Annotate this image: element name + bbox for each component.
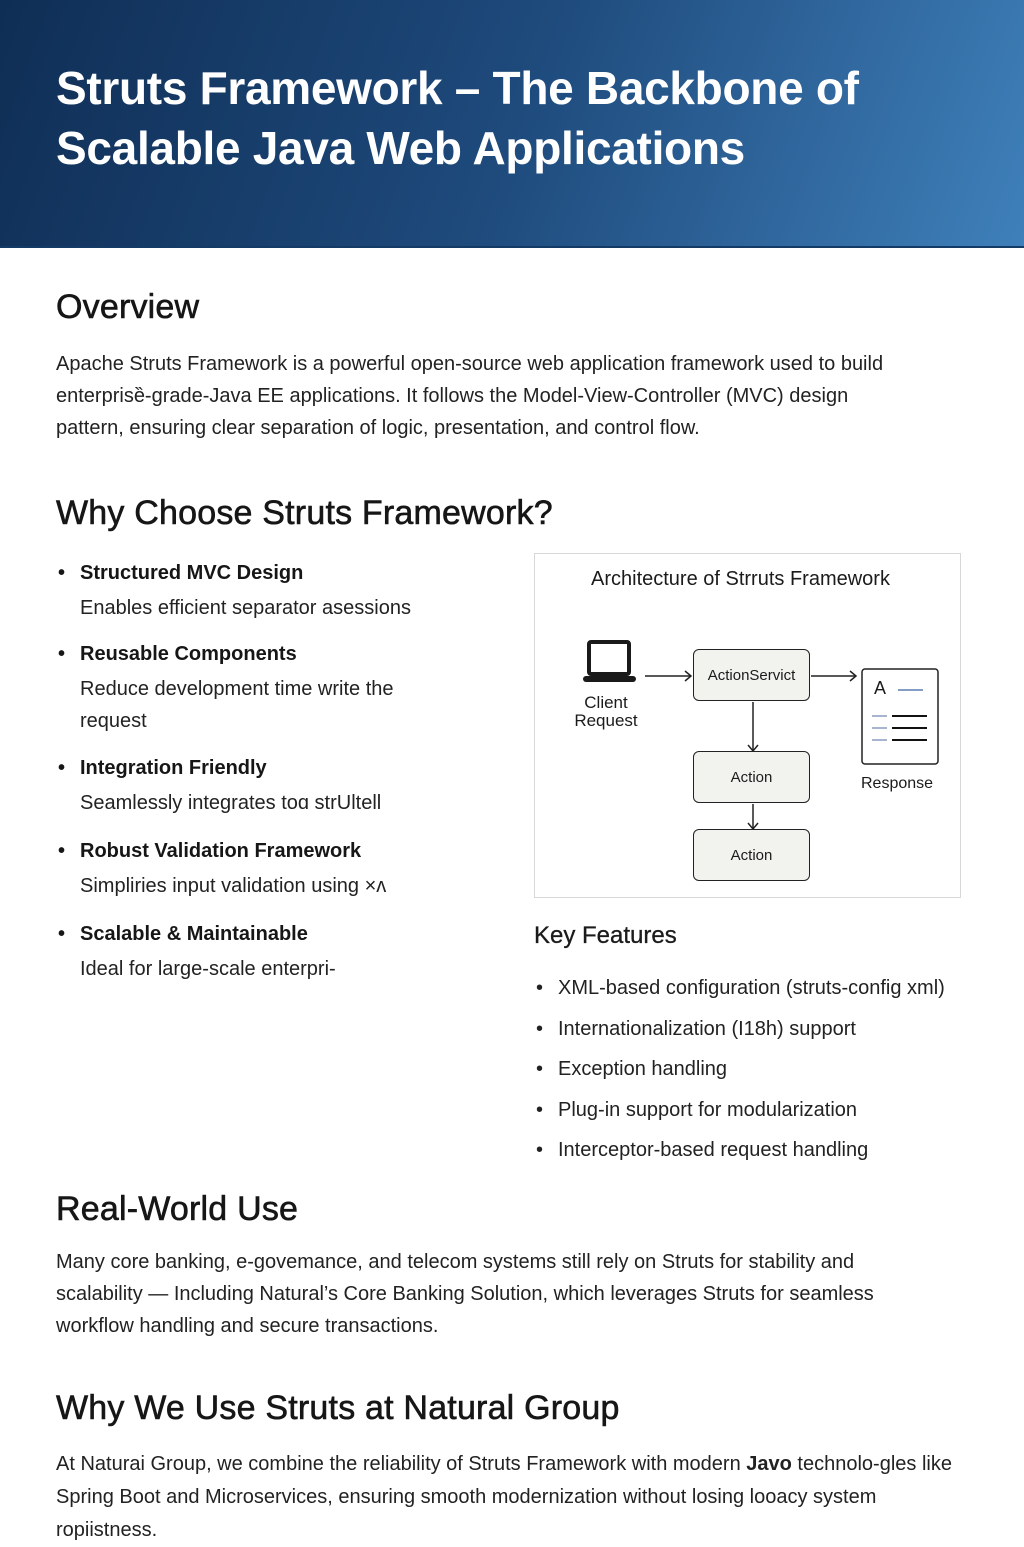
item-title: Reusable Components xyxy=(56,639,456,669)
why-heading: Why Choose Struts Framework? xyxy=(56,494,553,533)
key-features: Key Features XML-based configuration (st… xyxy=(534,922,945,1171)
laptop-icon xyxy=(583,640,636,682)
action-box: Action xyxy=(693,829,810,881)
action-servlet-box: ActionServict xyxy=(693,649,810,701)
action-box: Action xyxy=(693,751,810,803)
overview-heading: Overview xyxy=(56,288,200,327)
hero-banner: Struts Framework – The Backbone of Scala… xyxy=(0,0,1024,248)
item-desc: Enables efficient separator asessions xyxy=(80,597,411,619)
architecture-diagram: Architecture of Strruts Framework A Clie… xyxy=(534,553,961,898)
feature-item: Interceptor-based request handling xyxy=(534,1130,945,1171)
item-desc: Seamlessly integrates toɑ strUltell xyxy=(80,792,382,814)
text-part: technolo-gles like Spring Boot and Micro… xyxy=(56,1453,952,1541)
client-request-label: Client Request xyxy=(574,693,638,730)
item-desc: Reduce development time write the reques… xyxy=(80,678,394,732)
key-features-heading: Key Features xyxy=(534,922,677,949)
feature-item: Plug-in support for modularization xyxy=(534,1090,945,1131)
document-letter: A xyxy=(874,678,887,698)
response-label: Response xyxy=(861,775,934,792)
feature-item: XML-based configuration (struts-config x… xyxy=(534,968,945,1009)
feature-item: Internationalization (I18h) support xyxy=(534,1009,945,1050)
text-part: At Naturai Group, we combine the reliabi… xyxy=(56,1453,747,1475)
page-title: Struts Framework – The Backbone of Scala… xyxy=(56,62,859,174)
item-title: Scalable & Maintainable xyxy=(56,919,476,949)
overview-text: Apache Struts Framework is a powerful op… xyxy=(56,353,884,439)
real-world-text: Many core banking, e-govemance, and tele… xyxy=(56,1251,874,1337)
diagram-title: Architecture of Strruts Framework xyxy=(591,568,890,590)
real-world-heading: Real-World Use xyxy=(56,1190,299,1229)
item-desc: Simpliries input validation using ×ʌ xyxy=(80,875,387,897)
item-desc: Ideal for large-scale enterpri- xyxy=(80,958,336,980)
item-title: Structured MVC Design xyxy=(56,558,476,588)
feature-item: Exception handling xyxy=(534,1049,945,1090)
item-title: Robust Validation Framework xyxy=(56,836,476,866)
item-title: Integration Friendly xyxy=(56,753,476,783)
diagram-connectors xyxy=(583,640,939,831)
natural-group-text: At Naturai Group, we combine the reliabi… xyxy=(56,1448,956,1547)
natural-group-heading: Why We Use Struts at Natural Group xyxy=(56,1389,620,1428)
text-bold: Javo xyxy=(746,1453,792,1475)
document-icon xyxy=(861,668,939,765)
